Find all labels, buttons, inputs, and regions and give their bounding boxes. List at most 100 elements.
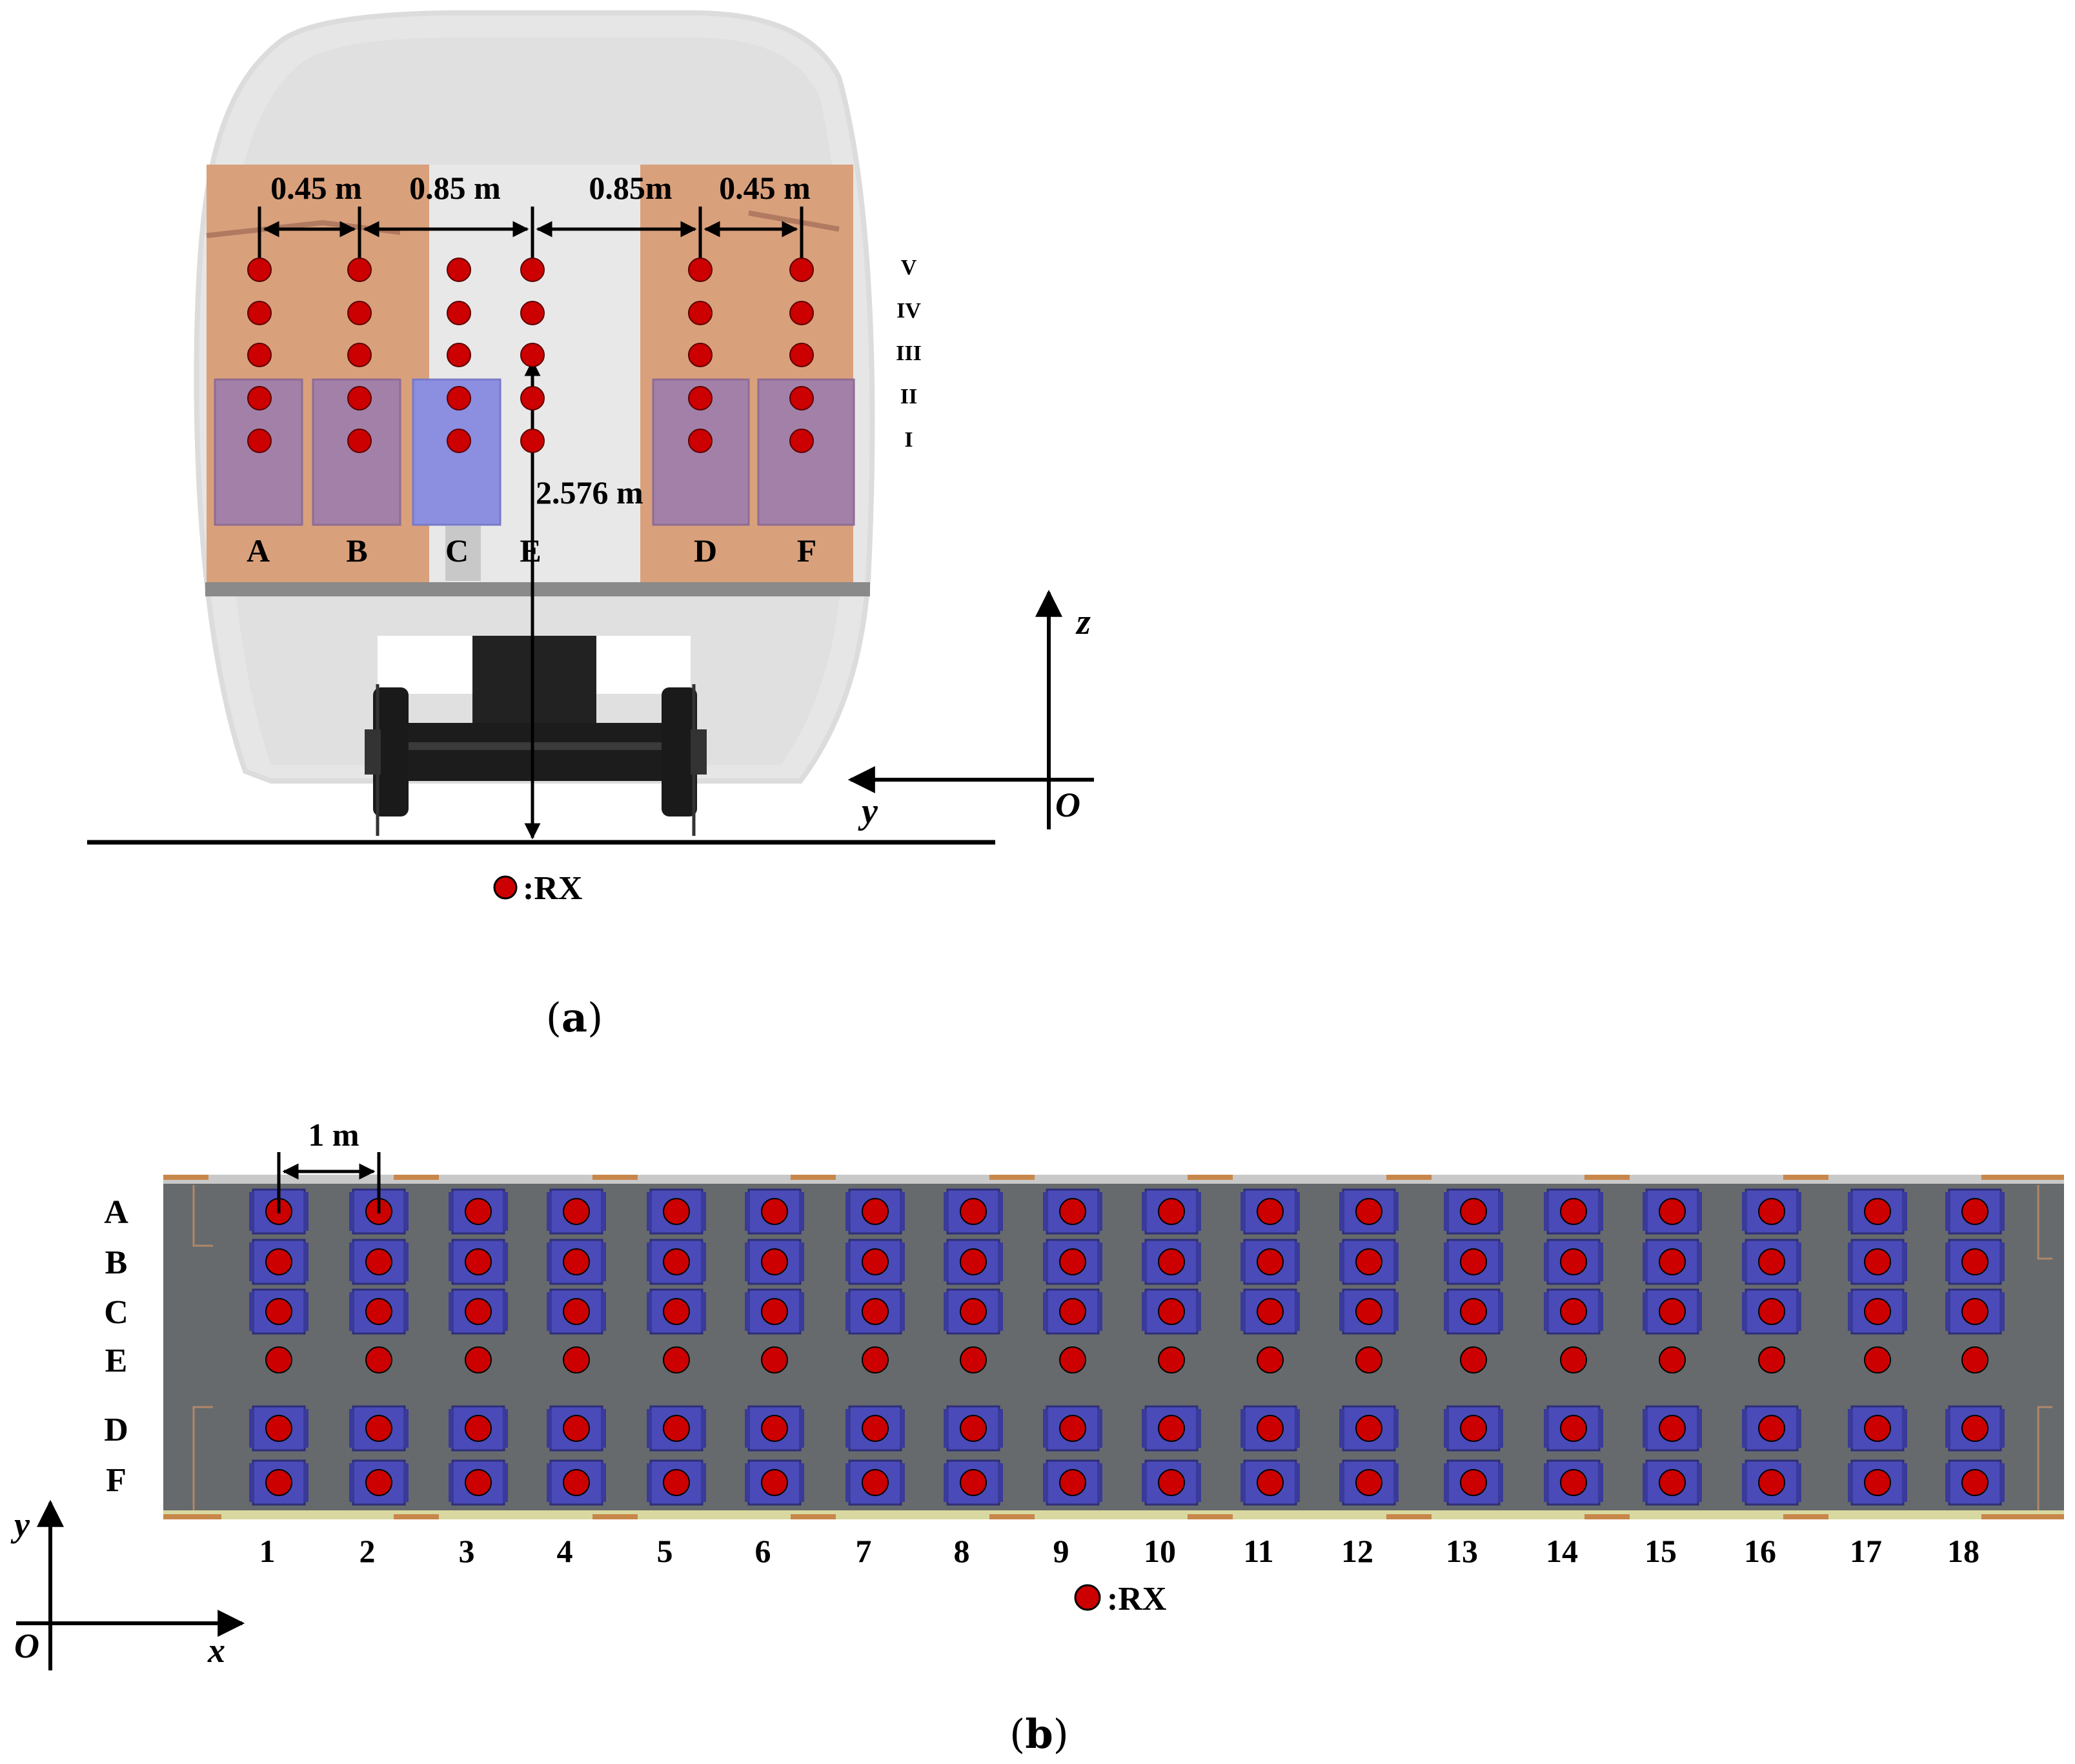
seat-armrest <box>845 1463 851 1502</box>
seat-b-9 <box>1046 1239 1100 1285</box>
rx-marker-b-e-17 <box>1864 1346 1891 1374</box>
seat-armrest <box>1142 1292 1147 1331</box>
rx-marker-b-b-18 <box>1961 1248 1989 1275</box>
seat-c-6 <box>747 1288 802 1335</box>
rx-marker-b-a-4 <box>563 1198 590 1225</box>
seat-armrest <box>1097 1242 1102 1281</box>
seat-c-13 <box>1446 1288 1501 1335</box>
caption-b-letter: b <box>1025 1710 1053 1758</box>
rx-marker-b-f-13 <box>1460 1469 1487 1496</box>
rx-marker-b-d-2 <box>365 1415 392 1442</box>
seat-c-10 <box>1144 1288 1199 1335</box>
rx-marker-b-d-5 <box>663 1415 690 1442</box>
rx-marker-b-b-9 <box>1059 1248 1086 1275</box>
seat-c-17 <box>1850 1288 1905 1335</box>
seat-armrest <box>1697 1192 1702 1231</box>
rx-marker-b-f-8 <box>960 1469 987 1496</box>
seat-armrest <box>1393 1409 1399 1448</box>
seat-armrest <box>900 1409 905 1448</box>
seat-armrest <box>799 1463 804 1502</box>
seat-armrest <box>1393 1192 1399 1231</box>
seat-b-7 <box>848 1239 902 1285</box>
rx-marker-b-d-1 <box>265 1415 292 1442</box>
rx-marker-a-d-3 <box>688 343 713 367</box>
rx-marker-a-f-2 <box>789 301 814 325</box>
seat-armrest <box>1742 1192 1747 1231</box>
rx-marker-a-f-5 <box>789 429 814 453</box>
seat-armrest <box>547 1463 552 1502</box>
rx-marker-b-a-1 <box>265 1198 292 1225</box>
seat-armrest <box>701 1292 706 1331</box>
seat-a-13 <box>1446 1188 1501 1235</box>
seat-armrest <box>1999 1292 2005 1331</box>
seat-b-2 <box>352 1239 406 1285</box>
seat-a-16 <box>1745 1188 1799 1235</box>
seat-armrest <box>1097 1292 1102 1331</box>
legend-rx-label-a: :RX <box>523 870 582 907</box>
rx-marker-b-f-5 <box>663 1469 690 1496</box>
rx-marker-b-d-3 <box>465 1415 492 1442</box>
seat-armrest <box>349 1242 354 1281</box>
seat-armrest <box>998 1192 1003 1231</box>
rx-marker-b-c-12 <box>1355 1298 1382 1325</box>
seat-f-1 <box>252 1459 306 1506</box>
seat-armrest <box>249 1242 254 1281</box>
rx-marker-b-d-13 <box>1460 1415 1487 1442</box>
seat-armrest <box>701 1409 706 1448</box>
bogie-axle <box>387 723 684 781</box>
rx-marker-a-c-3 <box>447 343 471 367</box>
dim-label-045-left: 0.45 m <box>270 170 362 206</box>
rx-marker-b-f-10 <box>1158 1469 1185 1496</box>
seat-f-13 <box>1446 1459 1501 1506</box>
rx-marker-b-f-14 <box>1560 1469 1587 1496</box>
rx-marker-b-d-10 <box>1158 1415 1185 1442</box>
rx-marker-b-e-15 <box>1659 1346 1686 1374</box>
rx-marker-a-f-3 <box>789 343 814 367</box>
seat-d-1 <box>252 1405 306 1452</box>
rx-marker-b-e-3 <box>465 1346 492 1374</box>
seat-c-2 <box>352 1288 406 1335</box>
seat-armrest <box>944 1409 949 1448</box>
rx-marker-a-f-1 <box>789 258 814 282</box>
seat-armrest <box>845 1292 851 1331</box>
seat-armrest <box>1196 1463 1201 1502</box>
seat-armrest <box>701 1192 706 1231</box>
rx-marker-b-a-12 <box>1355 1198 1382 1225</box>
rx-marker-b-a-18 <box>1961 1198 1989 1225</box>
column-number-2: 2 <box>359 1533 376 1569</box>
seat-armrest <box>1643 1192 1648 1231</box>
col-label-c: C <box>445 532 469 569</box>
seat-armrest <box>1945 1463 1950 1502</box>
rx-marker-b-b-2 <box>365 1248 392 1275</box>
seat-armrest <box>1848 1192 1853 1231</box>
rx-marker-b-e-7 <box>862 1346 889 1374</box>
height-label: 2.576 m <box>536 474 643 511</box>
seat-armrest <box>249 1409 254 1448</box>
level-label-i: I <box>904 428 913 452</box>
seat-armrest <box>1295 1192 1300 1231</box>
rx-marker-b-d-12 <box>1355 1415 1382 1442</box>
row-label-c: C <box>104 1294 128 1331</box>
door-outlines <box>192 1185 2052 1510</box>
seat-a-4 <box>549 1188 603 1235</box>
seat-armrest <box>403 1409 409 1448</box>
seat-armrest <box>1598 1292 1603 1331</box>
seat-armrest <box>547 1242 552 1281</box>
rx-marker-a-e-2 <box>520 301 545 325</box>
rx-marker-b-e-5 <box>663 1346 690 1374</box>
rx-marker-b-b-3 <box>465 1248 492 1275</box>
seat-a-8 <box>946 1188 1000 1235</box>
seat-armrest <box>1742 1463 1747 1502</box>
seat-c-7 <box>848 1288 902 1335</box>
column-number-14: 14 <box>1546 1533 1578 1569</box>
seat-armrest <box>1999 1463 2005 1502</box>
legend-rx-marker-a <box>493 875 518 900</box>
column-number-1: 1 <box>259 1533 276 1569</box>
seat-armrest <box>701 1463 706 1502</box>
seat-armrest <box>845 1409 851 1448</box>
seat-armrest <box>900 1242 905 1281</box>
seat-armrest <box>1848 1242 1853 1281</box>
seat-armrest <box>1393 1242 1399 1281</box>
seat-armrest <box>1945 1242 1950 1281</box>
